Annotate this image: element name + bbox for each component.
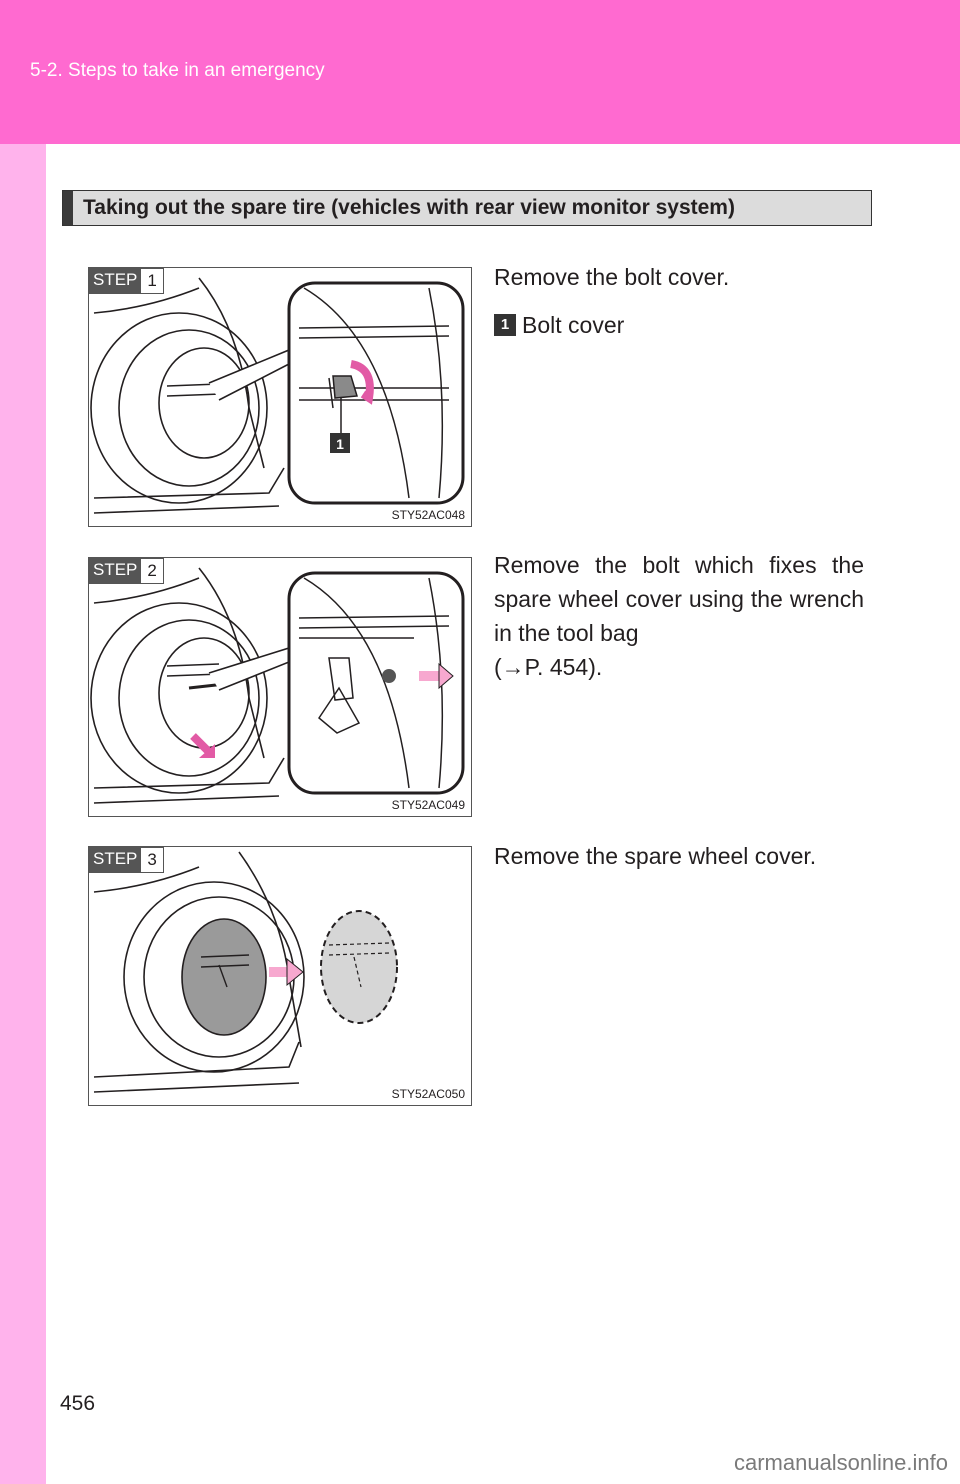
section-heading-title: Taking out the spare tire (vehicles with… [83, 196, 735, 219]
figure-code: STY52AC048 [391, 508, 465, 522]
step-3-illustration [93, 851, 398, 1093]
step-word: STEP [89, 847, 142, 873]
callout-number: 1 [336, 436, 344, 452]
step-1-instruction: Remove the bolt cover. [494, 264, 730, 290]
step-2-instruction: Remove the bolt which fixes the spare wh… [494, 552, 864, 646]
page-number: 456 [60, 1392, 96, 1415]
step-3-text: Remove the spare wheel cover. [494, 839, 864, 873]
step-2-badge: STEP 2 [89, 558, 164, 584]
step-2-illustration [90, 567, 465, 804]
step-1-text: Remove the bolt cover. 1 Bolt cover [494, 260, 864, 342]
section-heading: Taking out the spare tire (vehicles with… [62, 190, 872, 226]
chapter-section-title: 5-2. Steps to take in an emergency [30, 60, 325, 81]
callout-box [330, 433, 350, 453]
step-word: STEP [89, 268, 142, 294]
figure-code: STY52AC050 [391, 1087, 465, 1101]
header-band [0, 0, 960, 144]
legend-item: 1 Bolt cover [494, 308, 864, 342]
legend-number: 1 [494, 314, 516, 336]
figure-code: STY52AC049 [391, 798, 465, 812]
step-3-instruction: Remove the spare wheel cover. [494, 843, 817, 869]
step-1-badge: STEP 1 [89, 268, 164, 294]
step-1-illustration: 1 [90, 277, 465, 514]
heading-bar [63, 191, 73, 225]
step-2-text: Remove the bolt which fixes the spare wh… [494, 548, 864, 684]
page-reference: (→P. 454). [494, 654, 603, 680]
step-number: 1 [141, 268, 164, 294]
step-1-figure: 1 STEP 1 STY52AC048 [88, 267, 472, 527]
step-3-figure: STEP 3 STY52AC050 [88, 846, 472, 1106]
legend-label: Bolt cover [522, 312, 625, 338]
step-number: 2 [141, 558, 164, 584]
step-3-badge: STEP 3 [89, 847, 164, 873]
side-band [0, 144, 46, 1484]
watermark: carmanualsonline.info [733, 1450, 948, 1475]
step-number: 3 [141, 847, 164, 873]
step-2-figure: STEP 2 STY52AC049 [88, 557, 472, 817]
step-word: STEP [89, 558, 142, 584]
